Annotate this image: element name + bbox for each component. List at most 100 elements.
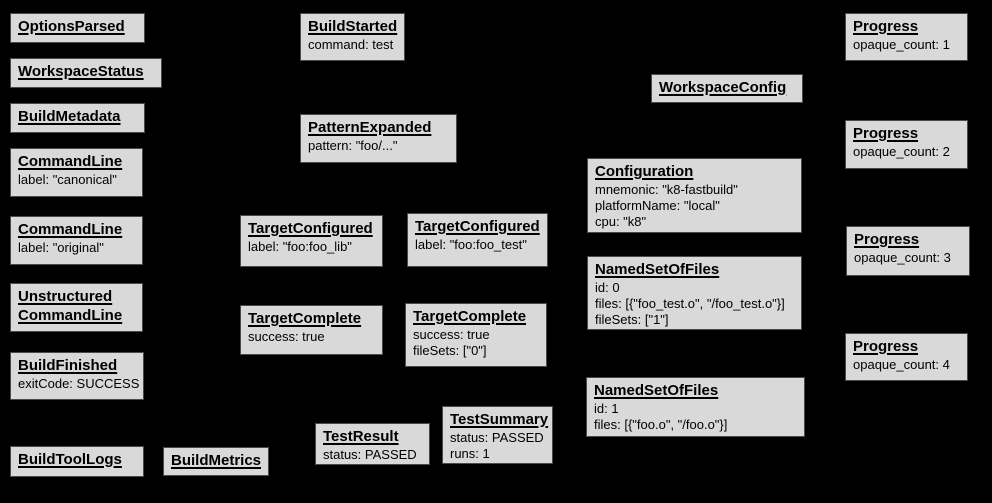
build-started-field: command: test [308,36,394,52]
command-line-canonical-field: label: "canonical" [18,171,117,187]
progress-1-title: Progress [853,18,960,37]
event-title-line: BuildStarted [308,18,398,35]
event-title-line: OptionsParsed [18,18,125,35]
build-tool-logs-title: BuildToolLogs [18,451,136,470]
build-metadata-title: BuildMetadata [18,108,137,127]
event-title-line: Unstructured [18,288,113,305]
options-parsed-title: OptionsParsed [18,18,137,37]
named-set-of-files-0-title: NamedSetOfFiles [595,261,794,280]
command-line-original-field: label: "original" [18,239,104,255]
progress-2-title: Progress [853,125,960,144]
target-complete-test-field: fileSets: ["0"] [413,343,487,358]
event-title-line: NamedSetOfFiles [595,261,720,278]
target-complete-test-field: success: true [413,326,490,342]
progress-4-field: opaque_count: 4 [853,356,950,372]
named-set-of-files-1-field: files: [{"foo.o", "/foo.o"}] [594,417,728,432]
target-complete-lib-title: TargetComplete [248,310,375,329]
named-set-of-files-0-field: files: [{"foo_test.o", "/foo_test.o"}] [595,296,785,311]
progress-3-title: Progress [854,231,962,250]
named-set-of-files-1-field: id: 1 [594,400,619,416]
event-title-line: CommandLine [18,153,123,170]
command-line-canonical-title: CommandLine [18,153,135,172]
named-set-of-files-0-field: id: 0 [595,279,620,295]
event-title-line: BuildMetadata [18,108,121,125]
build-finished-title: BuildFinished [18,357,136,376]
pattern-expanded-title: PatternExpanded [308,119,449,138]
event-title-line: TargetComplete [413,308,527,325]
build-started-title: BuildStarted [308,18,397,37]
event-title-line: TargetConfigured [248,220,373,237]
progress-3-field: opaque_count: 3 [854,249,951,265]
workspace-config-title: WorkspaceConfig [659,79,795,98]
event-title-line: TargetConfigured [415,218,540,235]
event-title-line: CommandLine [18,221,123,238]
target-complete-lib-field: success: true [248,328,325,344]
event-title-line: NamedSetOfFiles [594,382,719,399]
progress-2-field: opaque_count: 2 [853,143,950,159]
event-title-line: Progress [853,18,919,35]
target-configured-foo-test-title: TargetConfigured [415,218,540,237]
target-configured-foo-lib-title: TargetConfigured [248,220,375,239]
build-metadata-box: BuildMetadata [10,103,145,133]
progress-4-title: Progress [853,338,960,357]
workspace-config-box: WorkspaceConfig [651,74,803,103]
event-title-line: TestSummary [450,411,549,428]
target-complete-test-title: TargetComplete [413,308,539,327]
build-metrics-box: BuildMetrics [163,447,269,476]
configuration-title: Configuration [595,163,794,182]
event-title-line: Configuration [595,163,694,180]
workspace-status-title: WorkspaceStatus [18,63,154,82]
target-configured-foo-test-field: label: "foo:foo_test" [415,236,527,252]
event-title-line: BuildToolLogs [18,451,122,468]
event-title-line: PatternExpanded [308,119,432,136]
event-title-line: Progress [853,338,919,355]
progress-1-field: opaque_count: 1 [853,36,950,52]
pattern-expanded-field: pattern: "foo/..." [308,137,398,153]
event-title-line: CommandLine [18,306,123,324]
event-title-line: WorkspaceStatus [18,63,144,80]
test-summary-field: runs: 1 [450,446,490,461]
build-metrics-title: BuildMetrics [171,452,261,471]
command-line-original-title: CommandLine [18,221,135,240]
options-parsed-box: OptionsParsed [10,13,145,43]
test-summary-field: status: PASSED [450,429,544,445]
event-title-line: TestResult [323,428,399,445]
event-title-line: WorkspaceConfig [659,79,787,96]
configuration-field: mnemonic: "k8-fastbuild" [595,181,738,197]
event-title-line: BuildFinished [18,357,118,374]
named-set-of-files-0-field: fileSets: ["1"] [595,312,669,328]
configuration-field: platformName: "local" [595,198,720,213]
named-set-of-files-1-title: NamedSetOfFiles [594,382,797,401]
event-title-line: Progress [854,231,920,248]
build-tool-logs-box: BuildToolLogs [10,446,144,477]
test-result-field: status: PASSED [323,446,417,462]
configuration-field: cpu: "k8" [595,214,647,230]
event-title-line: TargetComplete [248,310,362,327]
target-configured-foo-lib-field: label: "foo:foo_lib" [248,238,352,254]
event-title-line: Progress [853,125,919,142]
build-finished-field: exitCode: SUCCESS [18,375,140,391]
test-summary-title: TestSummary [450,411,549,430]
test-result-title: TestResult [323,428,422,447]
workspace-status-box: WorkspaceStatus [10,58,162,88]
